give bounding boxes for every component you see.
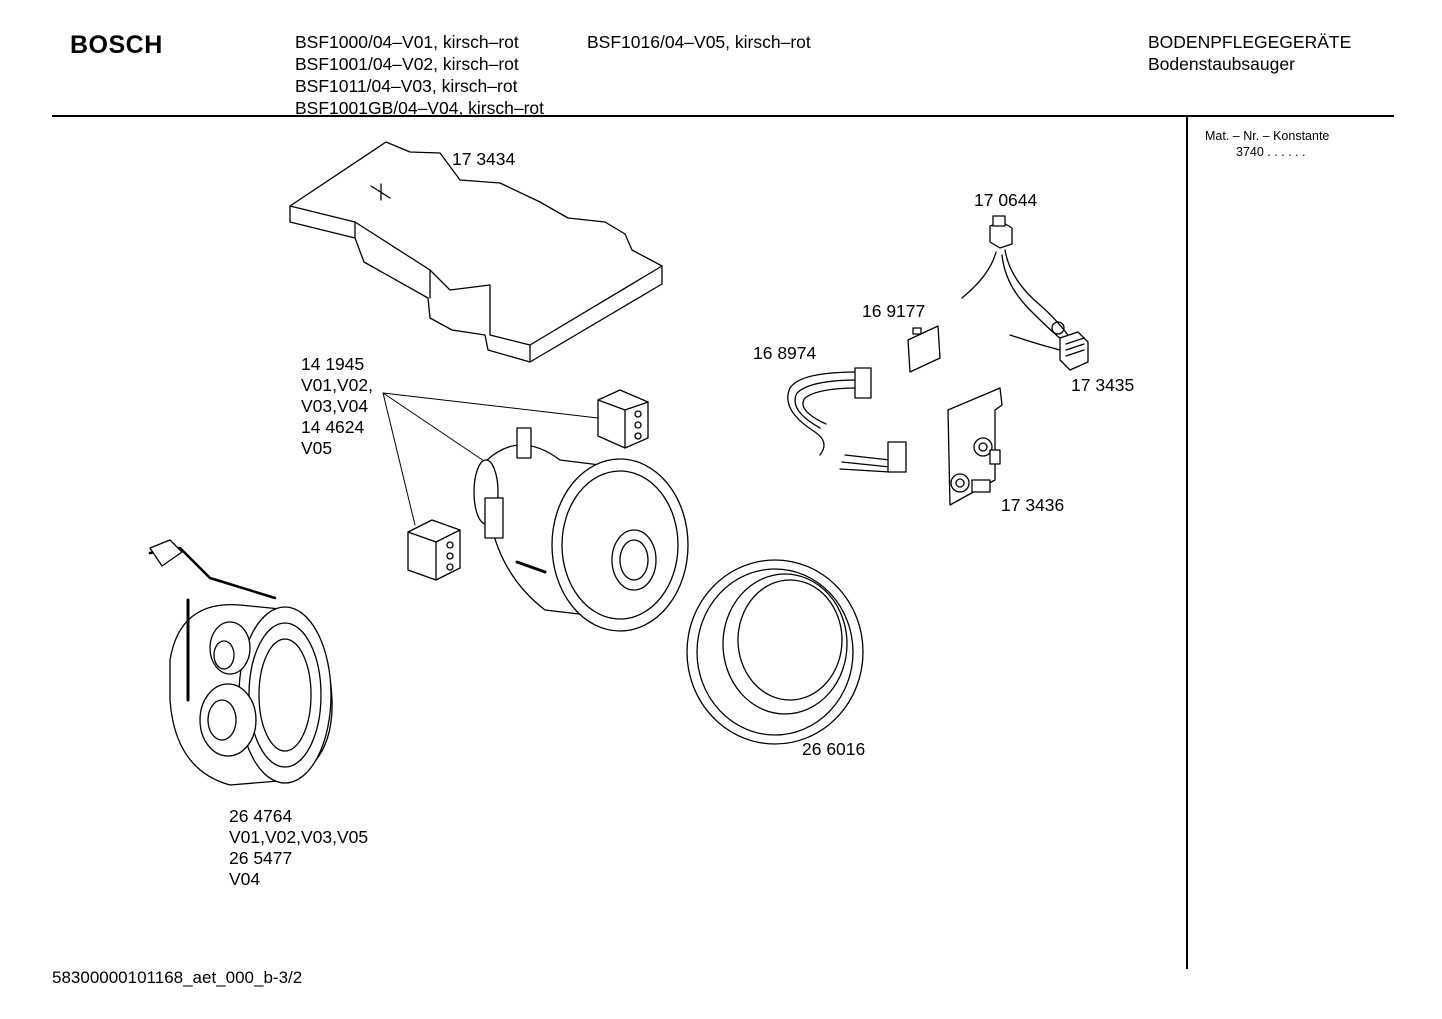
part-label-line: 14 1945 (301, 354, 365, 374)
cable-reel-part[interactable] (150, 540, 332, 785)
carbon-brush-lower[interactable] (408, 520, 460, 580)
seal-ring-part[interactable] (687, 560, 863, 744)
part-label-line: V01,V02, (301, 375, 373, 395)
wire-harness-part[interactable] (788, 368, 906, 472)
part-label-line: 26 5477 (229, 848, 293, 868)
switch-part[interactable] (962, 216, 1068, 350)
cover-part[interactable] (290, 142, 662, 362)
part-label-line: V01,V02,V03,V05 (229, 827, 369, 847)
document-id: 58300000101168_aet_000_b-3/2 (52, 968, 303, 987)
category-subtitle: Bodenstaubsauger (1148, 54, 1295, 74)
part-label-connector: 17 3435 (1071, 375, 1135, 395)
model-line: BSF1016/04–V05, kirsch–rot (587, 32, 811, 52)
motor-part[interactable] (474, 428, 688, 631)
part-label-line: 26 4764 (229, 806, 293, 826)
side-panel: Mat. – Nr. – Konstante 3740 . . . . . . (1205, 128, 1329, 160)
brand-logo: BOSCH (70, 31, 163, 59)
part-label-switch: 17 0644 (974, 190, 1038, 210)
part-label-line: V05 (301, 438, 333, 458)
carbon-brush-upper[interactable] (598, 390, 648, 448)
part-label-plate: 16 9177 (862, 301, 926, 321)
part-label-seal-ring: 26 6016 (802, 739, 866, 759)
part-label-line: V04 (229, 869, 261, 889)
part-label-harness: 16 8974 (753, 343, 817, 363)
part-label-pcb: 17 3436 (1001, 495, 1065, 515)
model-line: BSF1001/04–V02, kirsch–rot (295, 54, 519, 74)
model-line: BSF1001GB/04–V04, kirsch–rot (295, 98, 545, 118)
model-line: BSF1000/04–V01, kirsch–rot (295, 32, 519, 52)
part-label-motor: 14 1945 V01,V02, V03,V04 14 4624 V05 (301, 354, 373, 459)
header-divider (52, 115, 1394, 117)
part-label-cable-reel: 26 4764 V01,V02,V03,V05 26 5477 V04 (229, 806, 368, 890)
part-label-line: V03,V04 (301, 396, 369, 416)
material-number-title: Mat. – Nr. – Konstante (1205, 129, 1330, 143)
model-list-secondary: BSF1016/04–V05, kirsch–rot (587, 31, 811, 53)
model-line: BSF1011/04–V03, kirsch–rot (295, 76, 518, 96)
material-number-code: 3740 . . . . . . (1236, 145, 1306, 159)
insulation-plate-part[interactable] (908, 326, 940, 372)
part-label-cover: 17 3434 (452, 149, 516, 169)
connector-part[interactable] (1060, 332, 1088, 370)
motor-leader-lines (383, 393, 598, 525)
pcb-part[interactable] (948, 388, 1002, 505)
side-panel-divider (1186, 117, 1188, 969)
product-category: BODENPFLEGEGERÄTE Bodenstaubsauger (1148, 31, 1351, 75)
category-title: BODENPFLEGEGERÄTE (1148, 32, 1352, 52)
part-label-line: 14 4624 (301, 417, 365, 437)
model-list-primary: BSF1000/04–V01, kirsch–rot BSF1001/04–V0… (295, 31, 544, 119)
